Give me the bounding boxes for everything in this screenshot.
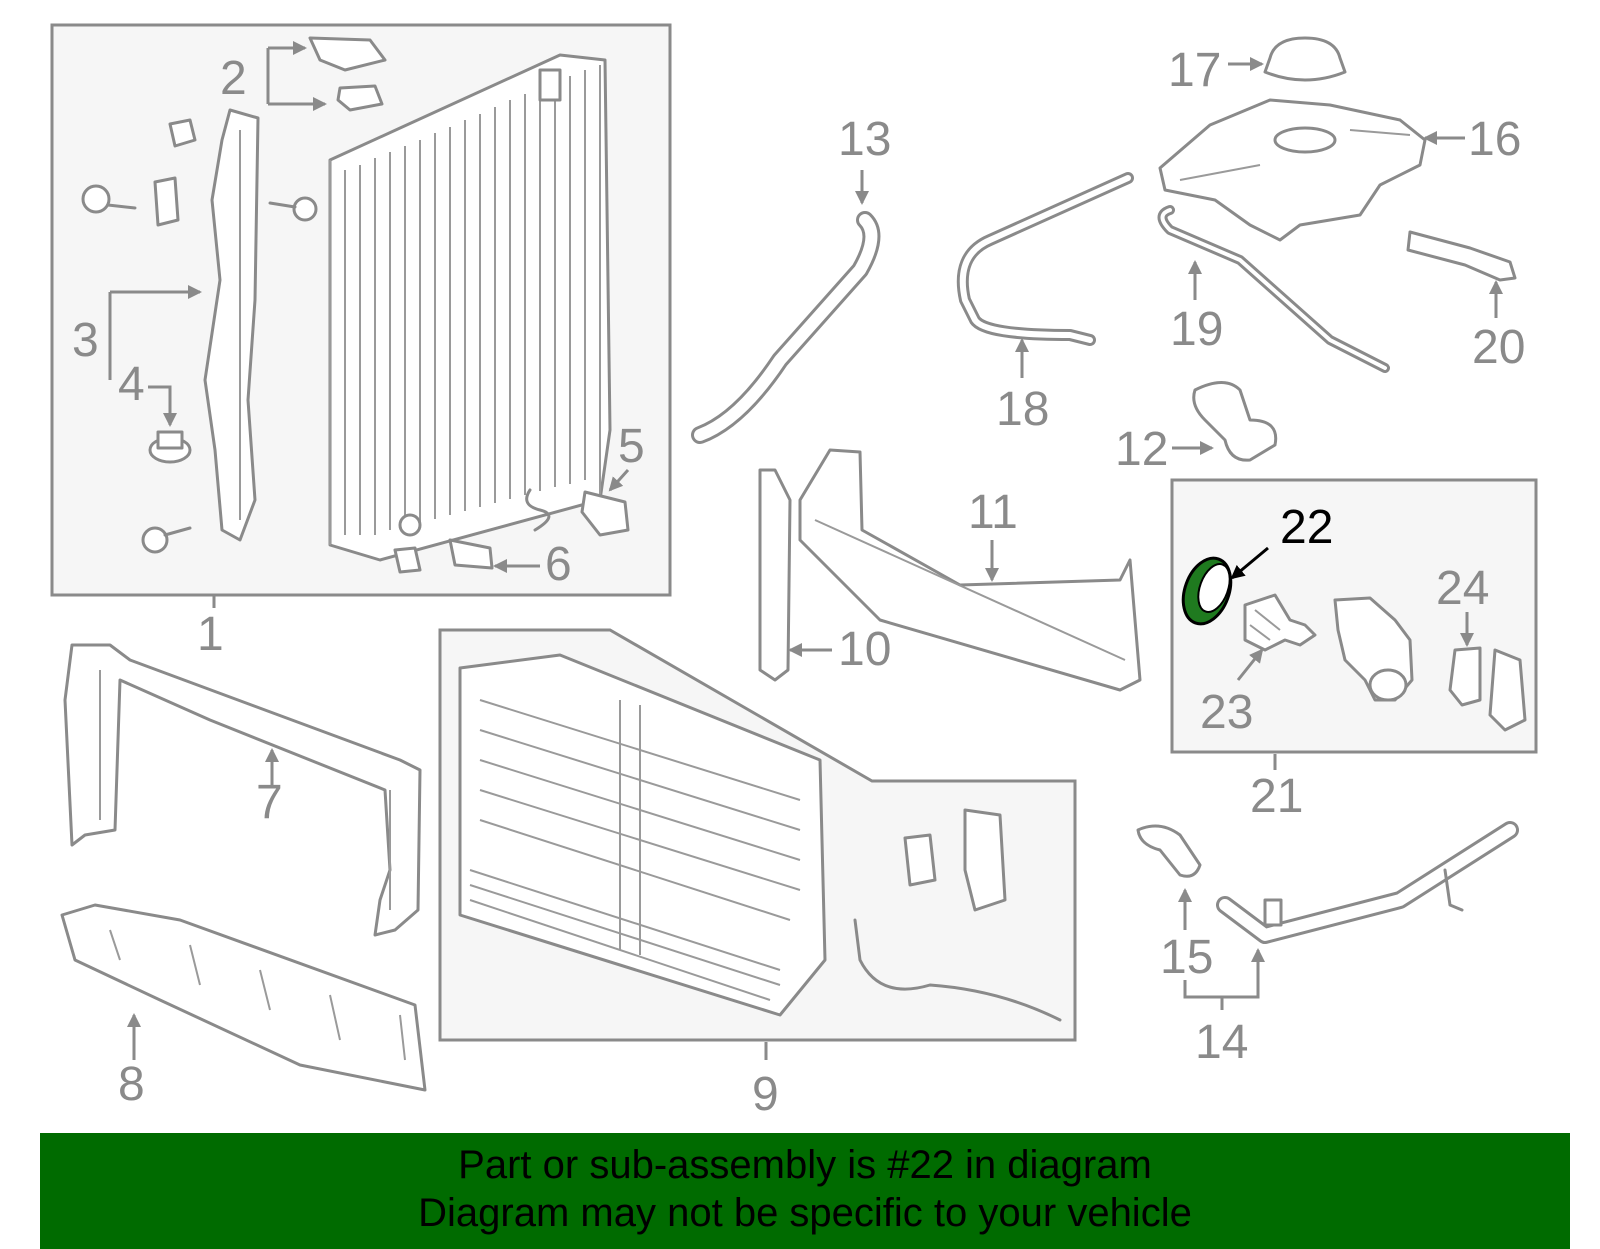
info-banner: Part or sub-assembly is #22 in diagram D… — [40, 1133, 1570, 1249]
callout-16: 16 — [1468, 113, 1521, 166]
thermostat-part — [1243, 593, 1317, 652]
callout-4: 4 — [118, 358, 145, 411]
hose-19-part — [1157, 205, 1390, 373]
side-baffle-part — [758, 448, 1142, 692]
bolt-part — [81, 184, 318, 554]
callout-23: 23 — [1200, 686, 1253, 739]
grommet-part — [148, 430, 192, 464]
thermostat-seal-part — [1181, 556, 1233, 626]
upper-baffle-part — [63, 643, 422, 937]
banner-line-1: Part or sub-assembly is #22 in diagram — [458, 1143, 1152, 1187]
coolant-pipe-part — [1216, 821, 1519, 944]
callout-1: 1 — [197, 608, 224, 661]
callout-22: 22 — [1280, 501, 1333, 554]
callout-9: 9 — [752, 1068, 779, 1121]
shutter-part — [458, 653, 827, 1017]
hose-20-part — [1406, 230, 1517, 282]
hose-15-part — [1136, 824, 1202, 878]
callout-19: 19 — [1170, 303, 1223, 356]
callout-6: 6 — [545, 538, 572, 591]
callout-12: 12 — [1115, 423, 1168, 476]
leader-5 — [608, 468, 630, 492]
leader-4 — [148, 385, 177, 427]
coolant-reservoir-part — [1158, 98, 1427, 242]
hose-18-part — [956, 172, 1134, 346]
radiator-part — [328, 53, 612, 562]
callout-24: 24 — [1436, 562, 1489, 615]
callout-17: 17 — [1168, 44, 1221, 97]
callout-7: 7 — [256, 776, 283, 829]
leader-3 — [108, 292, 200, 380]
callout-5: 5 — [618, 420, 645, 473]
leader-22 — [1230, 546, 1269, 580]
lower-air-deflector-part — [60, 903, 427, 1092]
hose-12-part — [1192, 381, 1278, 462]
thermostat-housing-part — [1333, 596, 1414, 702]
callout-2: 2 — [220, 52, 247, 105]
callout-14: 14 — [1195, 1016, 1248, 1069]
banner-line-2: Diagram may not be specific to your vehi… — [418, 1191, 1192, 1235]
leader-23 — [1236, 648, 1264, 681]
air-baffle-part — [203, 108, 260, 542]
clip-part — [153, 36, 387, 227]
wiring-harness-part — [853, 808, 1062, 1022]
callout-10: 10 — [838, 623, 891, 676]
callout-8: 8 — [118, 1058, 145, 1111]
callout-11: 11 — [968, 486, 1018, 539]
hose-13-part — [691, 211, 881, 444]
callout-18: 18 — [996, 383, 1049, 436]
callout-3: 3 — [72, 314, 99, 367]
bracket-part — [1448, 646, 1527, 732]
sensor-part — [393, 488, 630, 574]
reservoir-cap-part — [1263, 36, 1347, 82]
callout-13: 13 — [838, 113, 891, 166]
callout-20: 20 — [1472, 321, 1525, 374]
callout-21: 21 — [1250, 770, 1303, 823]
callout-15: 15 — [1160, 931, 1213, 984]
